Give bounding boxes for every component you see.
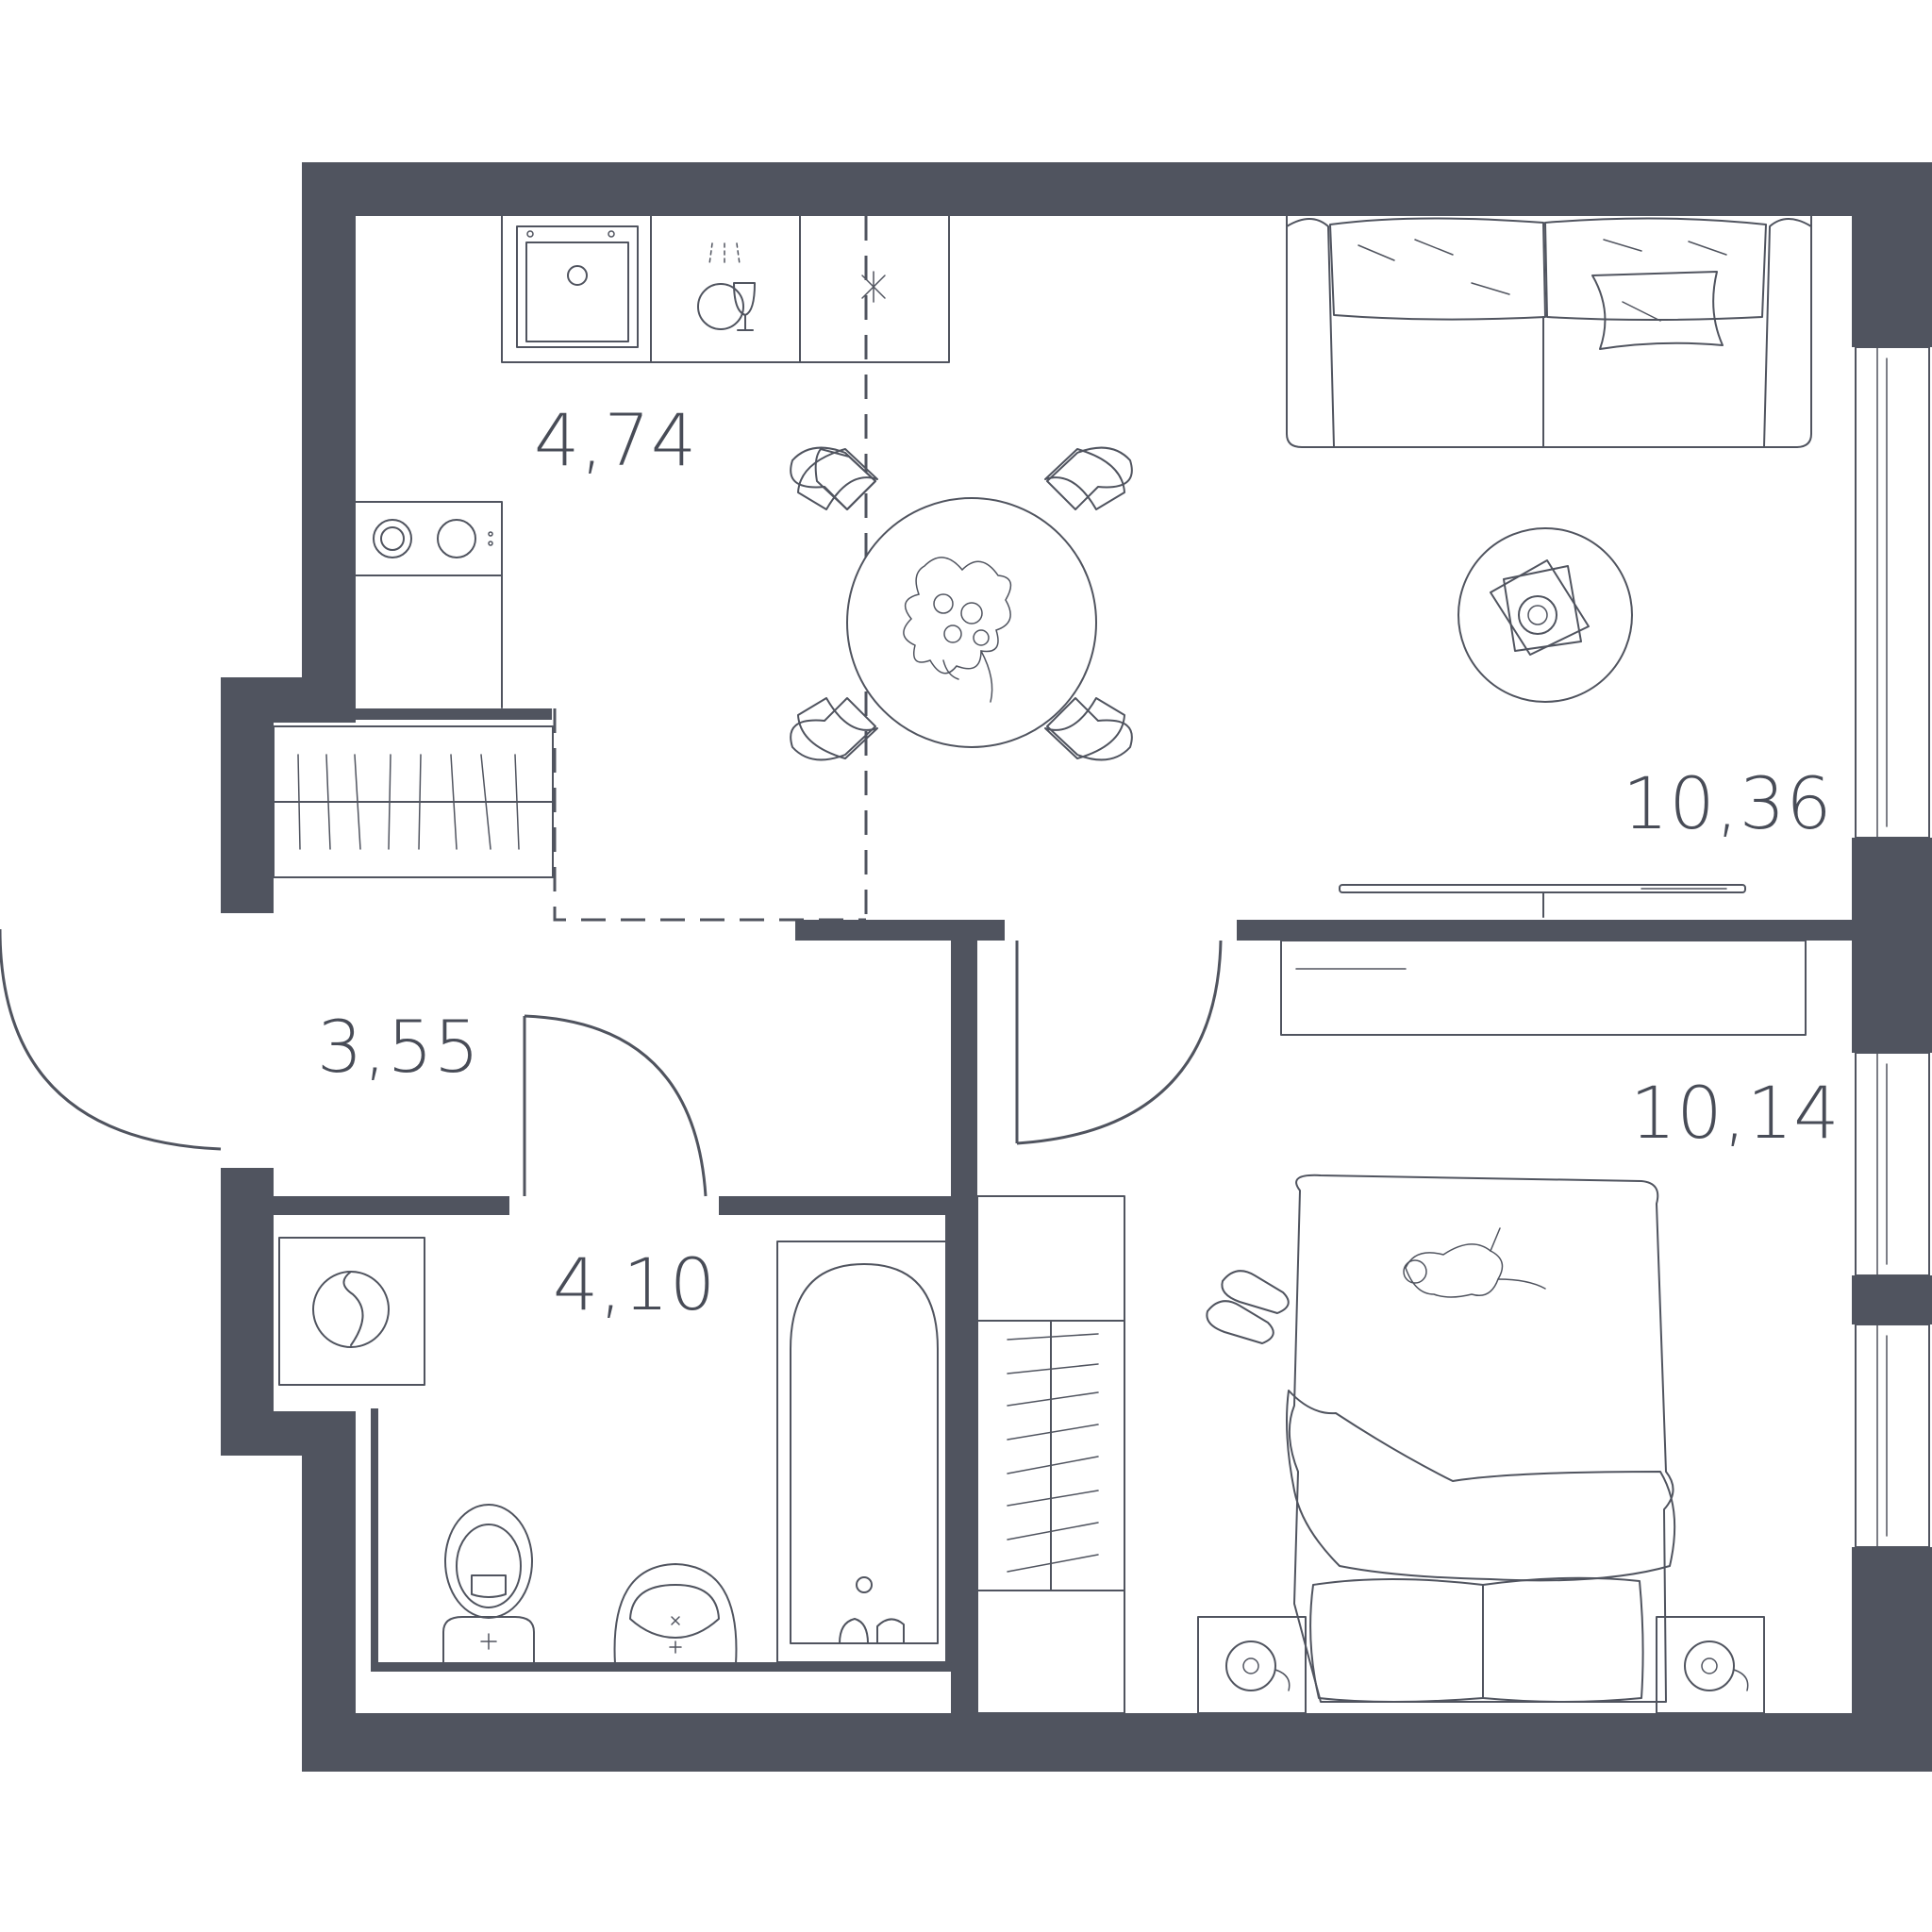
bathtub-icon	[776, 1241, 952, 1663]
wardrobe-icon	[976, 1195, 1125, 1714]
dishwasher-icon	[697, 242, 756, 331]
hallway-area-label: 3,55	[317, 1005, 480, 1089]
hob-icon	[373, 519, 493, 558]
sofa-icon	[1286, 215, 1812, 448]
chair-icon	[790, 697, 878, 761]
chair-icon	[1044, 446, 1133, 510]
nightstand-icon	[1656, 1616, 1765, 1714]
toilet-icon	[442, 1504, 535, 1665]
washbasin-icon	[613, 1563, 738, 1665]
tv-stand-icon	[1280, 940, 1807, 1036]
chair-icon	[790, 446, 878, 510]
bedroom-area-label: 10,14	[1630, 1071, 1840, 1155]
wardrobe-icon	[273, 725, 554, 878]
door-icon	[1015, 940, 1223, 1145]
bed-icon	[1286, 1174, 1676, 1703]
kitchen-counter	[355, 215, 950, 708]
cat-icon	[1403, 1227, 1546, 1298]
kitchen-area-label: 4,74	[534, 398, 697, 482]
tv-icon	[1339, 884, 1746, 918]
door-icon	[0, 928, 222, 1151]
bathroom-area-label: 4,10	[553, 1242, 716, 1326]
coffee-table-icon	[1457, 527, 1633, 703]
chair-icon	[1044, 697, 1133, 761]
walls	[221, 162, 1932, 1772]
window-icon	[1855, 346, 1930, 1548]
door-icon	[523, 1014, 708, 1197]
dining-table-icon	[790, 446, 1133, 761]
living-area-label: 10,36	[1623, 761, 1833, 845]
slippers-icon	[1206, 1270, 1290, 1344]
flowers-icon	[903, 557, 1012, 703]
nightstand-icon	[1197, 1616, 1307, 1714]
washing-machine-icon	[278, 1237, 425, 1386]
sink-icon	[516, 225, 639, 348]
